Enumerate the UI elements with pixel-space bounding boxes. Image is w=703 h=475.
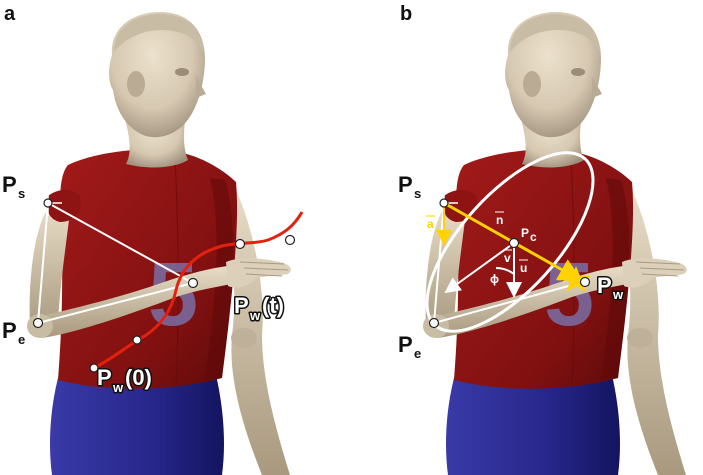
svg-text:c: c bbox=[530, 230, 537, 244]
svg-text:P: P bbox=[234, 293, 249, 318]
center-point bbox=[510, 239, 519, 248]
mannequin-b bbox=[423, 12, 687, 475]
label-vec-a: a bbox=[427, 217, 434, 231]
trajectory-point bbox=[286, 236, 295, 245]
svg-text:s: s bbox=[414, 186, 421, 201]
trajectory-point bbox=[236, 240, 245, 249]
label-vec-v: v bbox=[504, 251, 511, 265]
svg-text:P: P bbox=[2, 318, 17, 343]
label-vec-u: u bbox=[520, 261, 527, 275]
panel-letter-a: a bbox=[4, 3, 16, 25]
label-pe-a: P e bbox=[2, 318, 25, 347]
svg-text:(0): (0) bbox=[125, 365, 152, 390]
svg-text:s: s bbox=[18, 186, 25, 201]
svg-text:P: P bbox=[398, 332, 413, 357]
svg-text:w: w bbox=[612, 287, 624, 302]
svg-text:w: w bbox=[249, 308, 261, 323]
panel-letter-b: b bbox=[400, 3, 412, 25]
shoulder-point-b bbox=[440, 199, 448, 207]
elbow-point-b bbox=[430, 319, 439, 328]
svg-text:P: P bbox=[2, 172, 17, 197]
shoulder-point-a bbox=[44, 199, 52, 207]
panel-a: a P s P e bbox=[2, 3, 302, 475]
panel-b: b bbox=[398, 3, 687, 475]
elbow-point-a bbox=[34, 319, 43, 328]
svg-text:(t): (t) bbox=[262, 293, 284, 318]
label-ps-a: P s bbox=[2, 172, 25, 201]
svg-text:P: P bbox=[97, 365, 112, 390]
label-pe-b: P e bbox=[398, 332, 421, 361]
label-phi: ϕ bbox=[490, 272, 499, 286]
wrist-point-b bbox=[581, 278, 590, 287]
svg-text:w: w bbox=[112, 380, 124, 395]
wrist-point-a bbox=[189, 279, 198, 288]
label-vec-n: n bbox=[496, 213, 503, 227]
label-ps-b: P s bbox=[398, 172, 421, 201]
svg-text:P: P bbox=[521, 226, 529, 240]
svg-text:P: P bbox=[398, 172, 413, 197]
trajectory-point bbox=[133, 336, 141, 344]
svg-text:P: P bbox=[597, 273, 612, 298]
svg-text:e: e bbox=[18, 332, 25, 347]
svg-text:e: e bbox=[414, 346, 421, 361]
